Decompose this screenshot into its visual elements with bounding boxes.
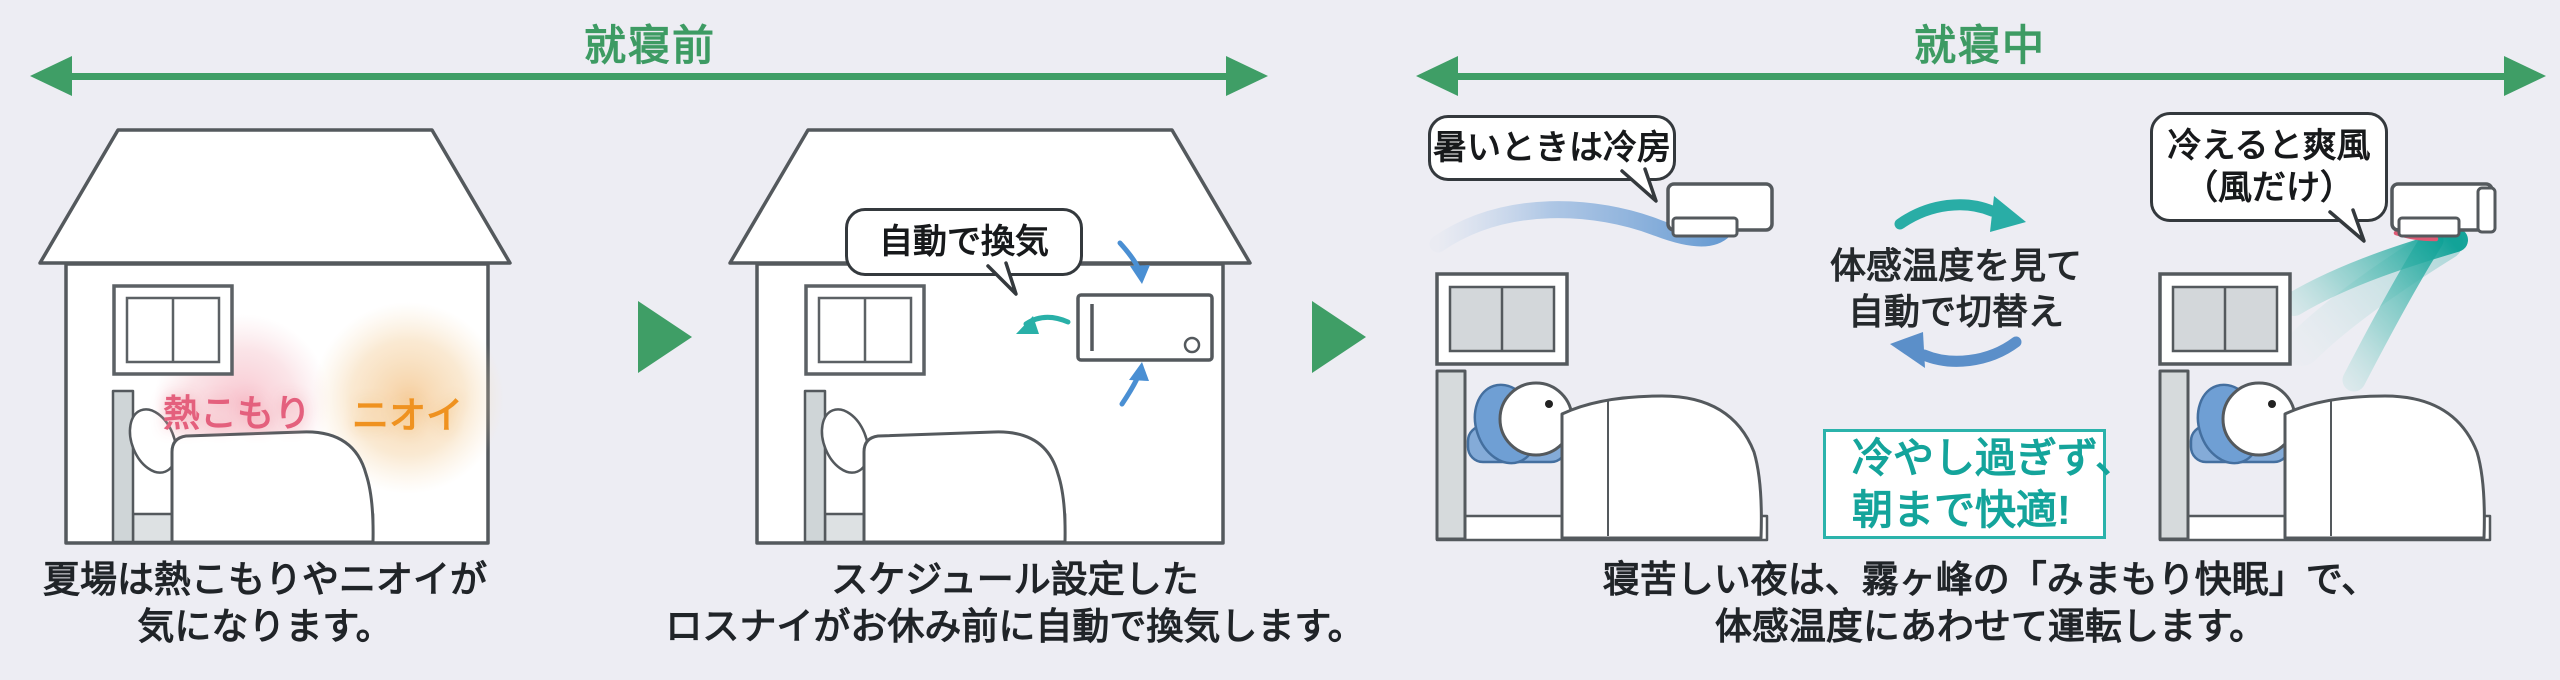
during-arrow-left-head <box>1416 56 1458 96</box>
sleeper2-bed-icon <box>2158 369 2492 542</box>
cycle-arrow-bottom-head <box>1890 332 1925 368</box>
before-sleep-label: 就寝前 <box>583 22 716 69</box>
caption-lossnay-line1: スケジュール設定した <box>831 559 1199 600</box>
cool-air-swoosh <box>1429 201 1733 253</box>
lossnay-unit-icon <box>1076 293 1214 362</box>
caption-summer: 夏場は熱こもりやニオイが 気になります。 <box>20 556 510 650</box>
comfort-message-box: 冷やし過ぎず、 朝まで快適! <box>1823 429 2137 539</box>
bed3-headboard <box>1435 369 1467 541</box>
odor-glow <box>312 302 504 494</box>
window3-icon <box>1435 272 1569 366</box>
bed4-headboard <box>2158 369 2190 541</box>
heat-buildup-label: 熱こもり <box>163 393 311 434</box>
auto-ventilation-bubble: 自動で換気 <box>845 208 1083 276</box>
before-arrow-shaft <box>62 73 1237 80</box>
breeze-bubble-line2: （風だけ） <box>2184 169 2354 207</box>
breeze-stream-lower <box>2342 228 2444 392</box>
caption-during-line2: 体感温度にあわせて運転します。 <box>1714 606 2267 647</box>
comfort-box-line2: 朝まで快適! <box>1852 487 2071 533</box>
ventilation-arrows <box>1016 240 1150 407</box>
bed1-pillow <box>128 408 178 474</box>
flow-triangle2-icon <box>1312 301 1366 373</box>
comfort-box-line1: 冷やし過ぎず、 <box>1852 435 2137 481</box>
bed2-pillow <box>820 408 870 474</box>
auto-switch-text: 体感温度を見て 自動で切替え <box>1826 243 2086 335</box>
cooling-bubble-text: 暑いときは冷房 <box>1433 129 1671 167</box>
auto-switch-cycle <box>1890 196 2026 368</box>
during-arrow-right-head <box>2504 56 2546 96</box>
cycle-arrow-top-head <box>1990 196 2026 232</box>
bed2-blanket <box>862 430 1067 544</box>
cooling-bubble: 暑いときは冷房 <box>1428 115 1676 181</box>
bed1-blanket <box>170 430 375 544</box>
window4-icon <box>2158 272 2292 366</box>
fresh-breeze-fan <box>2282 224 2468 392</box>
caption-summer-line1: 夏場は熱こもりやニオイが <box>43 559 487 600</box>
ac-unit-cooling-icon <box>1666 182 1774 238</box>
flow-triangle1-icon <box>638 301 692 373</box>
before-arrow-left-head <box>30 56 72 96</box>
before-arrow-right-head <box>1226 56 1268 96</box>
house1-roof <box>38 128 512 265</box>
caption-during-line1: 寝苦しい夜は、霧ヶ峰の「みまもり快眠」で、 <box>1602 559 2379 600</box>
bed1-headboard <box>111 389 135 544</box>
cycle-arrow-bottom-icon <box>1918 336 2022 367</box>
house2-window-icon <box>804 284 926 376</box>
caption-lossnay-line2: ロスナイがお休み前に自動で換気します。 <box>665 606 1365 647</box>
vent-arrow-in-bottom-head <box>1129 362 1149 381</box>
house2-bed-icon <box>803 389 1067 544</box>
during-sleep-label: 就寝中 <box>1913 22 2046 69</box>
breeze-bubble-line1: 冷えると爽風 <box>2167 127 2371 165</box>
caption-lossnay: スケジュール設定した ロスナイがお休み前に自動で換気します。 <box>620 556 1410 650</box>
house1-bed-icon <box>111 389 375 544</box>
odor-label: ニオイ <box>352 395 463 436</box>
ac-unit-breeze-icon <box>2390 182 2497 238</box>
caption-during: 寝苦しい夜は、霧ヶ峰の「みまもり快眠」で、 体感温度にあわせて運転します。 <box>1498 556 2483 650</box>
sleeper1-blanket <box>1560 394 1763 540</box>
auto-ventilation-bubble-text: 自動で換気 <box>879 223 1049 261</box>
caption-summer-line2: 気になります。 <box>137 606 393 647</box>
before-sleep-span-arrow <box>30 56 1268 96</box>
auto-switch-line2: 自動で切替え <box>1847 291 2064 332</box>
during-arrow-shaft <box>1448 73 2510 80</box>
sleeper1-eye <box>1545 400 1553 408</box>
cycle-arrow-top-icon <box>1894 199 1998 230</box>
during-sleep-span-arrow <box>1416 56 2546 96</box>
vent-arrow-in-top-head <box>1130 265 1150 284</box>
bed2-headboard <box>803 389 827 544</box>
breeze-bubble: 冷えると爽風 （風だけ） <box>2150 112 2388 222</box>
vent-arrow-out-head <box>1016 316 1039 334</box>
sleeper2-eye <box>2268 400 2276 408</box>
auto-switch-line1: 体感温度を見て <box>1829 245 2082 286</box>
house1-window-icon <box>112 284 234 376</box>
sleeper1-bed-icon <box>1435 369 1769 542</box>
sleeper2-blanket <box>2283 394 2486 540</box>
